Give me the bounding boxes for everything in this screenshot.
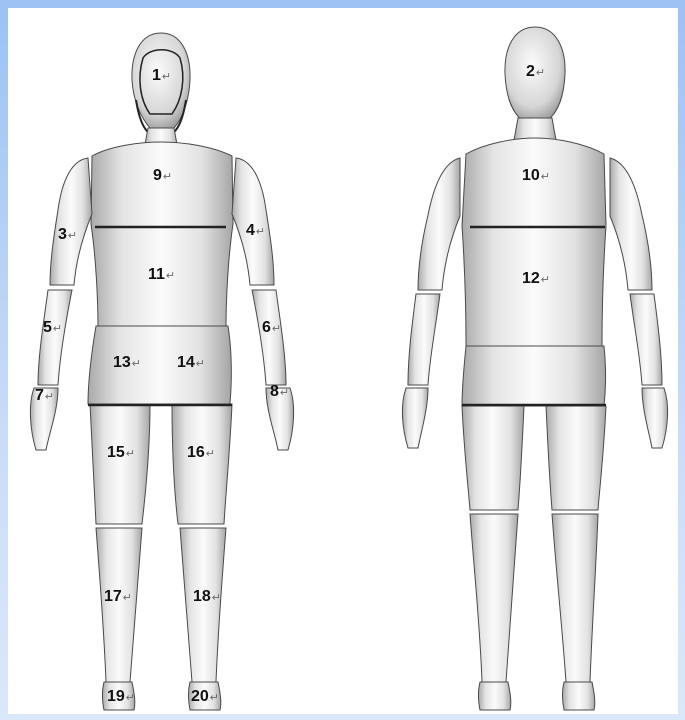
front-forearm-right [38,290,72,385]
front-mannequin [30,33,293,710]
zone-label-6: 6↵ [262,319,281,337]
front-hip [88,326,231,404]
zone-label-7: 7↵ [35,387,54,405]
back-thigh-right [546,406,606,510]
zone-label-9: 9↵ [153,167,172,185]
front-forearm-left [252,290,286,385]
back-foot-left [479,682,511,710]
zone-label-13: 13↵ [113,354,141,372]
back-upper-arm-left [418,158,460,290]
back-neck [514,118,556,140]
zone-label-1: 1↵ [152,67,171,85]
zone-label-11: 11↵ [148,266,175,284]
back-hand-left [402,388,428,448]
zone-label-8: 8↵ [270,383,289,401]
back-foot-right [563,682,595,710]
back-hip [462,346,606,406]
zone-label-18: 18↵ [193,588,221,606]
zone-label-4: 4↵ [246,222,265,240]
zone-label-17: 17↵ [104,588,132,606]
back-shin-right [552,514,598,682]
zone-label-12: 12↵ [522,270,550,288]
zone-label-15: 15↵ [107,444,135,462]
zone-label-14: 14↵ [177,354,205,372]
back-forearm-right [630,294,662,385]
front-thigh-left [172,404,232,524]
back-mannequin [402,27,667,710]
zone-label-19: 19↵ [107,688,135,706]
front-thigh-right [90,404,150,524]
zone-label-5: 5↵ [43,319,62,337]
back-forearm-left [408,294,440,385]
zone-label-2: 2↵ [526,63,545,81]
back-thigh-left [462,406,524,510]
zone-label-16: 16↵ [187,444,215,462]
back-upper-arm-right [610,158,652,290]
front-upper-arm-right [50,158,92,285]
back-hand-right [642,388,668,448]
zone-label-10: 10↵ [522,167,550,185]
zone-label-20: 20↵ [191,688,219,706]
back-shin-left [470,514,518,682]
zone-label-3: 3↵ [58,226,77,244]
